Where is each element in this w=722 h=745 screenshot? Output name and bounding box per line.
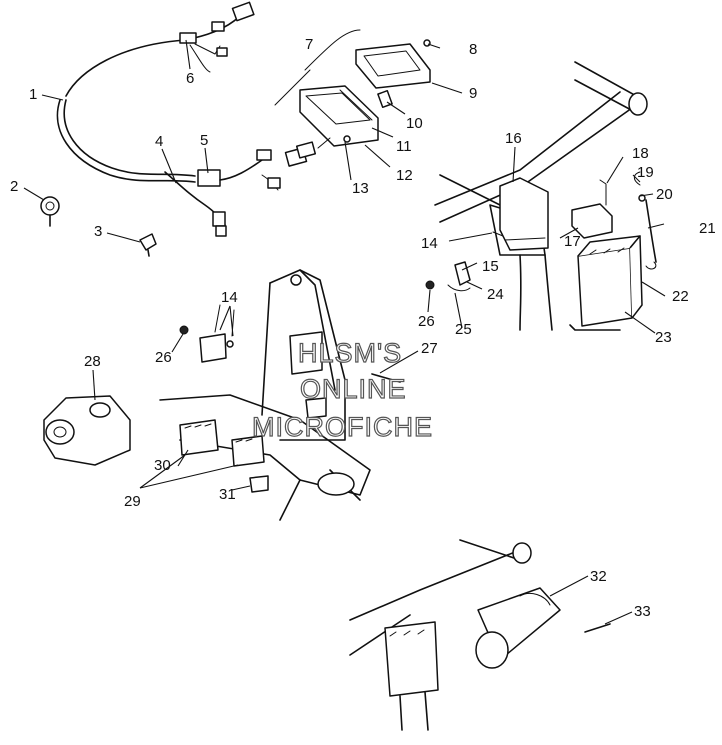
callout-6: 6 <box>186 70 194 87</box>
callout-8: 8 <box>469 41 477 58</box>
callout-28: 28 <box>84 353 101 370</box>
callout-25: 25 <box>455 321 472 338</box>
callout-22: 22 <box>672 288 689 305</box>
watermark-line-1: HLSM'S <box>298 338 402 368</box>
wire-harness <box>56 1 255 183</box>
callout-20: 20 <box>656 186 673 203</box>
callout-4: 4 <box>155 133 163 150</box>
callout-18: 18 <box>632 145 649 162</box>
callout-11: 11 <box>396 138 412 155</box>
callout-5: 5 <box>200 132 208 149</box>
part-28-housing <box>43 395 131 466</box>
callout-16: 16 <box>505 130 522 147</box>
watermark-line-2: ONLINE <box>300 374 407 404</box>
callout-15: 15 <box>482 258 499 275</box>
center-frame <box>159 269 401 521</box>
callout-2: 2 <box>10 178 18 195</box>
battery-frame <box>425 61 657 331</box>
callout-29: 29 <box>124 493 141 510</box>
watermark-line-3: MICROFICHE <box>252 412 433 442</box>
callout-7: 7 <box>305 36 313 53</box>
taillight-assembly <box>274 29 431 167</box>
callout-13: 13 <box>352 180 369 197</box>
connector-cluster <box>164 149 281 237</box>
bottom-inset <box>349 539 611 731</box>
callout-14-center: 14 <box>221 289 238 306</box>
part-2-switch <box>40 196 60 227</box>
callout-30: 30 <box>154 457 171 474</box>
callout-32: 32 <box>590 568 607 585</box>
callout-10: 10 <box>406 115 423 132</box>
callout-27: 27 <box>421 340 438 357</box>
leader-lines <box>23 39 666 625</box>
part-3-clip <box>139 233 157 257</box>
callout-24: 24 <box>487 286 504 303</box>
callout-33: 33 <box>634 603 651 620</box>
callout-23: 23 <box>655 329 672 346</box>
callout-26-center: 26 <box>155 349 172 366</box>
callout-12: 12 <box>396 167 413 184</box>
callout-9: 9 <box>469 85 477 102</box>
callout-14-right: 14 <box>421 235 438 252</box>
callout-17: 17 <box>564 233 581 250</box>
callout-labels: 1 2 3 4 5 6 7 8 9 10 11 12 13 14 14 15 1… <box>10 36 716 620</box>
callout-3: 3 <box>94 223 102 240</box>
callout-21: 21 <box>699 220 716 237</box>
callout-31: 31 <box>219 486 236 503</box>
watermark: HLSM'S ONLINE MICROFICHE <box>251 337 433 442</box>
callout-19: 19 <box>637 164 654 181</box>
callout-26-right: 26 <box>418 313 435 330</box>
callout-1: 1 <box>29 86 37 103</box>
